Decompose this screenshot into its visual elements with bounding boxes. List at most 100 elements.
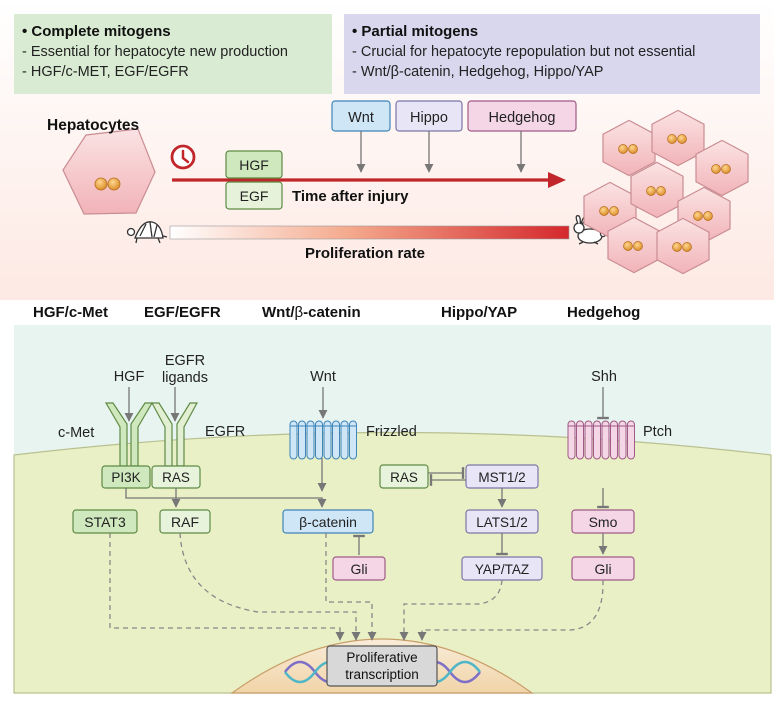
partial-line-2: - Wnt/β-catenin, Hedgehog, Hippo/YAP xyxy=(352,64,603,80)
ras-hippo-node xyxy=(379,464,429,489)
liver-cell xyxy=(630,161,684,219)
frizzled-label: Frizzled xyxy=(366,424,417,440)
liver-cell xyxy=(695,139,749,197)
nucleolus xyxy=(599,206,609,216)
transmembrane-helix xyxy=(593,420,601,460)
transmembrane-helix xyxy=(315,420,323,460)
liver-cell xyxy=(651,109,705,167)
gli-wnt-label: Gli xyxy=(350,561,367,577)
clock-icon xyxy=(170,144,196,170)
nucleolus xyxy=(682,242,692,252)
yap-dashed-arrow xyxy=(399,579,503,641)
transmembrane-helix xyxy=(601,420,610,460)
header-egf-egfr: EGF/EGFR xyxy=(144,304,221,321)
rabbit-icon xyxy=(573,215,607,245)
transmembrane-helix xyxy=(332,420,340,460)
nucleolus xyxy=(721,164,731,174)
partial-mitogens-box xyxy=(344,14,760,94)
raf-label: RAF xyxy=(171,514,199,530)
egfr-ligands-label-1: EGFR xyxy=(165,353,205,369)
transmembrane-helix xyxy=(340,420,349,460)
liver-cell xyxy=(607,216,661,274)
nucleolus xyxy=(672,242,682,252)
ras-label: RAS xyxy=(162,470,190,485)
hippo-timeline-label: Hippo xyxy=(410,110,448,126)
nucleolus xyxy=(656,186,666,196)
egfr-label: EGFR xyxy=(205,424,245,440)
hgf-ligand-label: HGF xyxy=(114,369,145,385)
transmembrane-helix xyxy=(306,420,315,460)
transmembrane-helix xyxy=(298,420,306,460)
pi3k-label: PI3K xyxy=(111,470,140,485)
lats-label: LATS1/2 xyxy=(476,515,528,530)
header-hgf-cmet: HGF/c-Met xyxy=(33,304,108,321)
nucleolus xyxy=(609,206,619,216)
liver-cell xyxy=(656,217,710,275)
liver-cell xyxy=(602,119,656,177)
frizzled-receptor xyxy=(289,420,357,460)
gli-wnt-node xyxy=(332,556,386,581)
hedgehog-timeline-label: Hedgehog xyxy=(489,110,556,126)
proliferation-rate-label: Proliferation rate xyxy=(305,245,425,262)
transmembrane-helix xyxy=(567,420,576,460)
turtle-icon xyxy=(126,221,168,244)
yaptaz-label: YAP/TAZ xyxy=(475,562,529,577)
stat3-node xyxy=(72,509,138,534)
beta-catenin-label: β-catenin xyxy=(299,514,357,530)
proliferation-rate-bar xyxy=(169,225,570,240)
wnt-ligand-label: Wnt xyxy=(310,369,336,385)
gli-hh-label: Gli xyxy=(594,561,611,577)
nucleolus xyxy=(646,186,656,196)
nucleolus xyxy=(633,241,643,251)
nucleolus xyxy=(711,164,721,174)
stat3-dashed-arrow xyxy=(109,533,345,641)
raf-node xyxy=(159,509,211,534)
stat3-label: STAT3 xyxy=(84,514,126,530)
transmembrane-helix xyxy=(349,420,357,460)
header-hippo-yap: Hippo/YAP xyxy=(441,304,517,321)
beta-catenin-node xyxy=(282,509,374,534)
egf-timeline-label: EGF xyxy=(240,188,269,204)
egfr-ligands-label-2: ligands xyxy=(162,370,208,386)
ras-hippo-label: RAS xyxy=(390,470,418,485)
time-arrowhead xyxy=(548,172,566,188)
nucleolus xyxy=(703,211,713,221)
nucleolus xyxy=(628,144,638,154)
ptch-receptor xyxy=(567,420,635,460)
transmembrane-helix xyxy=(576,420,584,460)
liver-cell-cluster xyxy=(583,109,749,275)
cmet-label: c-Met xyxy=(58,425,94,441)
egf-timeline-box xyxy=(225,181,283,210)
nucleus-label-1: Proliferative xyxy=(346,650,417,665)
complete-line-2: - HGF/c-MET, EGF/EGFR xyxy=(22,64,189,80)
transmembrane-helix xyxy=(610,420,618,460)
nucleolus xyxy=(623,241,633,251)
nucleus-label-2: transcription xyxy=(345,667,419,682)
proliferative-transcription-box xyxy=(326,645,438,687)
hepatocyte-cell xyxy=(62,128,156,215)
catenin-dashed-arrow xyxy=(325,533,377,641)
time-axis-label: Time after injury xyxy=(292,188,409,205)
gli-dashed-arrow xyxy=(417,579,604,641)
hedgehog-timeline-box xyxy=(467,100,577,132)
complete-line-1: - Essential for hepatocyte new productio… xyxy=(22,44,288,60)
transmembrane-helix xyxy=(323,420,332,460)
raf-dashed-arrow xyxy=(179,532,361,641)
partial-line-1: - Crucial for hepatocyte repopulation bu… xyxy=(352,44,695,60)
nucleolus xyxy=(618,144,628,154)
smo-label: Smo xyxy=(589,514,618,530)
wnt-timeline-label: Wnt xyxy=(348,110,374,126)
mst-label: MST1/2 xyxy=(478,470,525,485)
complete-title: • Complete mitogens xyxy=(22,23,171,40)
partial-title: • Partial mitogens xyxy=(352,23,478,40)
transmembrane-helix xyxy=(289,420,298,460)
nucleolus xyxy=(667,134,677,144)
shh-ligand-label: Shh xyxy=(591,369,617,385)
hgf-timeline-box xyxy=(225,150,283,179)
pi3k-to-catenin-arrow xyxy=(125,488,327,508)
header-hedgehog: Hedgehog xyxy=(567,304,640,321)
complete-mitogens-box xyxy=(14,14,332,94)
header-wnt-catenin: Wnt/β-catenin xyxy=(262,304,361,321)
nucleolus xyxy=(693,211,703,221)
